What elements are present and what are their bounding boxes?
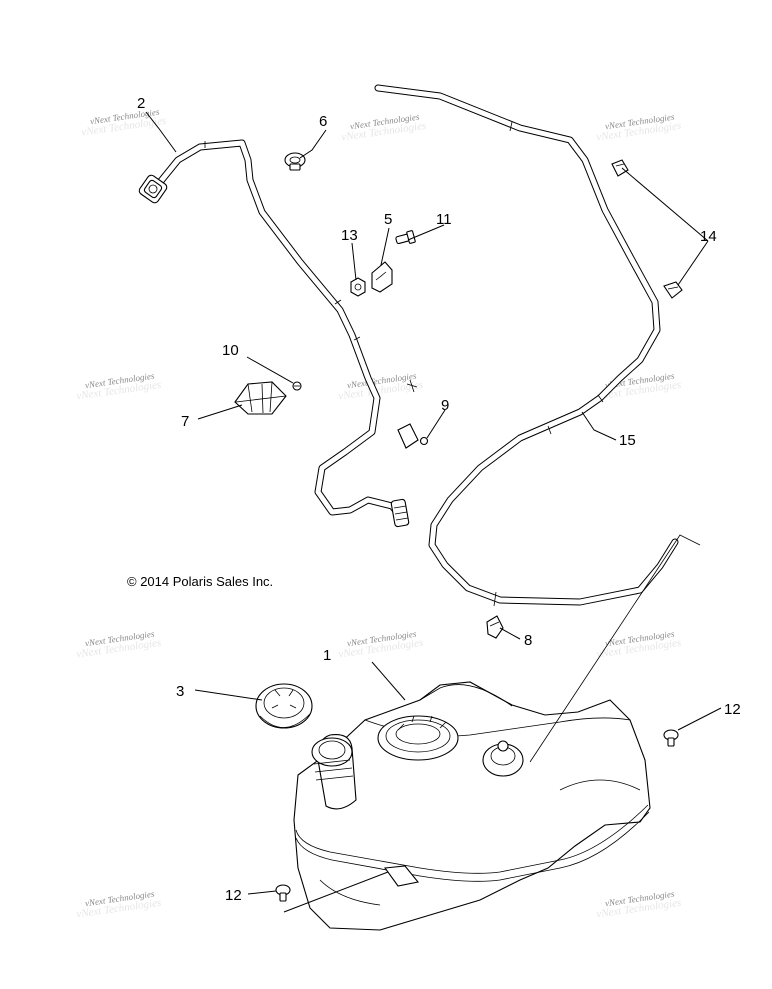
fitting-part-14-lower (663, 281, 683, 299)
watermark-7: vNext Technologies vNext Technologies (76, 629, 162, 661)
vent-hose-part-15 (374, 84, 679, 607)
rivet-part-12-left (275, 884, 291, 902)
reference-panel-line (529, 534, 701, 763)
callout-5: 5 (384, 211, 392, 228)
screw-part-11 (395, 230, 416, 245)
copyright-notice: © 2014 Polaris Sales Inc. (127, 574, 273, 589)
clip-part-9 (397, 379, 429, 449)
callout-11: 11 (436, 211, 452, 228)
watermark-12: vNext Technologies vNext Technologies (596, 889, 682, 921)
callout-7: 7 (181, 413, 189, 430)
callout-13: 13 (341, 227, 358, 244)
hose-elbow-fitting (390, 498, 410, 528)
callout-1: 1 (323, 647, 331, 664)
callout-12-right: 12 (724, 701, 741, 718)
callout-2: 2 (137, 95, 145, 112)
callout-6: 6 (319, 113, 327, 130)
callout-9: 9 (441, 397, 449, 414)
callout-15: 15 (619, 432, 636, 449)
vent-hose-part-2 (138, 139, 410, 528)
retainer-clip-part-7 (234, 381, 287, 415)
rivet-part-12-right (663, 729, 679, 747)
watermark-10: vNext Technologies vNext Technologies (76, 889, 162, 921)
watermark-8: vNext Technologies vNext Technologies (338, 629, 424, 661)
callout-14: 14 (700, 228, 717, 245)
callout-12-left: 12 (225, 887, 242, 904)
callout-3: 3 (176, 683, 184, 700)
fuel-cap-part-3 (255, 683, 313, 729)
leader-lines (145, 111, 722, 913)
fitting-part-14-upper (611, 159, 629, 177)
hose-connector-left (138, 174, 168, 204)
watermark-3: vNext Technologies vNext Technologies (596, 112, 682, 144)
screw-part-10 (292, 381, 302, 391)
callout-10: 10 (222, 342, 239, 359)
callout-8: 8 (524, 632, 532, 649)
watermark-2: vNext Technologies vNext Technologies (341, 112, 427, 144)
hose-clamp-part-6 (284, 152, 306, 171)
fitting-part-8 (486, 615, 504, 639)
nut-part-13 (350, 277, 366, 297)
fuel-tank-part-1 (293, 681, 651, 931)
callouts: 2 6 5 11 13 14 10 7 9 15 8 1 3 12 12 (137, 95, 741, 904)
watermark-4: vNext Technologies vNext Technologies (76, 371, 162, 403)
clip-part-5 (371, 261, 393, 293)
